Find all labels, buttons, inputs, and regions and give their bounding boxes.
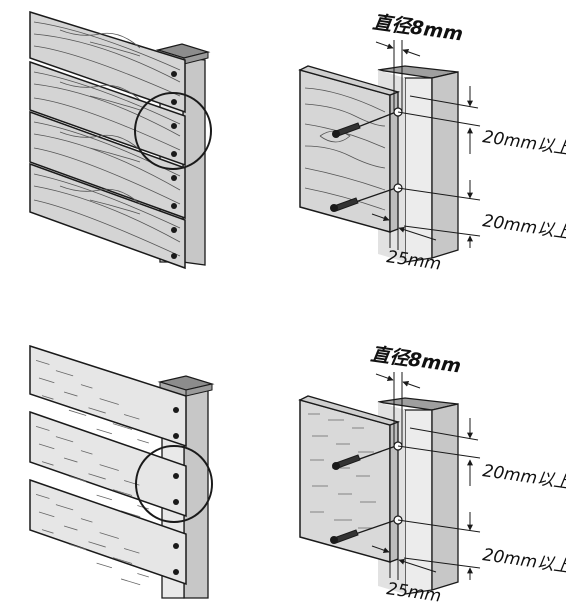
wood-board-4 (29, 162, 186, 270)
diameter-label: 直径8mm (371, 11, 464, 45)
spacing-label-bottom: 20mm以上 (481, 211, 566, 243)
diameter-label-2: 直径8mm (369, 343, 462, 377)
cement-board-1 (29, 344, 187, 452)
spacing-label-bottom-2: 20mm以上 (481, 545, 566, 577)
fence-illustration-wood (29, 10, 212, 270)
spacing-label-top: 20mm以上 (481, 127, 566, 159)
fence-illustration-cement (29, 344, 215, 599)
diameter-dimension-2 (375, 372, 421, 446)
screw-heads (171, 71, 177, 259)
wood-board-2 (29, 60, 186, 167)
diameter-dimension (375, 40, 421, 112)
spacing-dimension-bottom-2 (397, 512, 481, 580)
wood-board-1 (29, 10, 186, 114)
edge-dimension (371, 188, 437, 250)
detail-illustration-wood: 直径8mm 20mm以上 20mm以上 25mm (298, 11, 566, 275)
zoom-circle (134, 92, 212, 170)
detail-board-2 (298, 395, 401, 563)
screw-lower-2 (330, 519, 397, 544)
screw-lower (330, 187, 397, 212)
spacing-label-top-2: 20mm以上 (481, 461, 566, 493)
spacing-dimension-bottom (397, 180, 481, 248)
detail-board (298, 65, 401, 233)
zoom-circle-2 (135, 445, 213, 523)
screw-upper-2 (332, 445, 397, 470)
wood-board-3 (29, 110, 186, 220)
screw-heads-2 (173, 407, 179, 575)
spacing-dimension-top-2 (397, 418, 481, 486)
cement-board-3 (29, 478, 187, 586)
screw-upper (332, 111, 397, 138)
detail-illustration-cement: 直径8mm 20mm以上 20mm以上 25mm (298, 343, 566, 605)
edge-dimension-2 (371, 520, 437, 580)
spacing-dimension-top (397, 86, 481, 154)
